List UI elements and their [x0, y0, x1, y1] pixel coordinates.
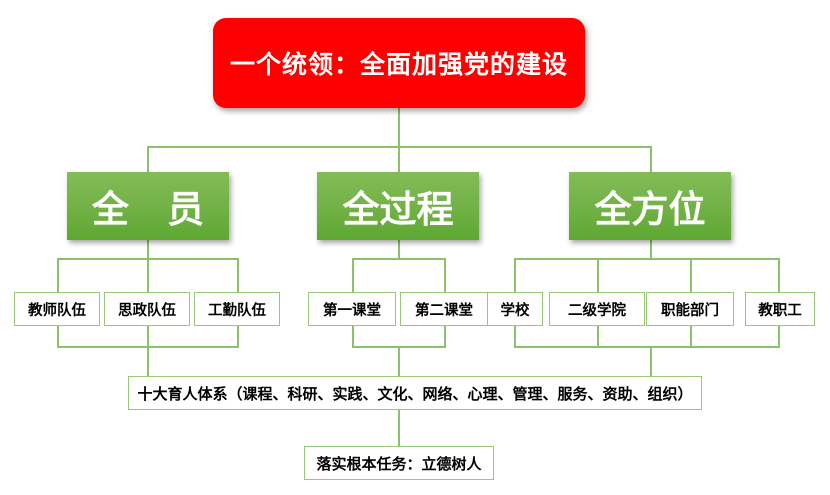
node-branch-all-members[interactable]: 全 员 [67, 172, 229, 240]
connector-leaf3d-riser [778, 326, 780, 348]
connector-leaf3a-riser [514, 326, 516, 348]
connector-leaf2b-riser [444, 326, 446, 348]
node-leaf-university[interactable]: 学校 [487, 292, 543, 326]
connector-leaf1a-riser [57, 326, 59, 348]
connector-branch1-stem [147, 240, 149, 260]
node-footer-label: 落实根本任务：立德树人 [316, 455, 482, 473]
connector-branch3-drop-1 [514, 258, 516, 292]
connector-branch3-bus [514, 258, 778, 260]
node-leaf-3-2-label: 二级学院 [568, 302, 626, 319]
connector-branch2-stem [398, 240, 400, 260]
connector-drop-branch-2 [398, 146, 400, 178]
connector-branch3-stem [650, 240, 652, 260]
node-leaf-ideological-team[interactable]: 思政队伍 [104, 292, 190, 326]
connector-leaf1b-riser [147, 326, 149, 348]
node-leaf-teacher-team[interactable]: 教师队伍 [14, 292, 100, 326]
node-branch-whole-process[interactable]: 全过程 [317, 172, 479, 240]
node-root-label: 一个统领：全面加强党的建设 [229, 51, 568, 79]
connector-branch2-drop-2 [444, 258, 446, 292]
connector-branch1-drop-2 [147, 258, 149, 292]
node-branch-1-label: 全 员 [91, 189, 219, 230]
node-leaf-first-classroom[interactable]: 第一课堂 [308, 292, 396, 326]
node-leaf-3-4-label: 教职工 [758, 302, 802, 319]
node-leaf-2-1-label: 第一课堂 [323, 302, 381, 319]
node-fundamental-task[interactable]: 落实根本任务：立德树人 [304, 446, 494, 480]
connector-leaf3c-riser [690, 326, 692, 348]
connector-leaf2a-riser [352, 326, 354, 348]
node-leaf-faculty-staff[interactable]: 教职工 [745, 292, 815, 326]
connector-drop-branch-3 [650, 146, 652, 178]
connector-group3-collector [514, 346, 778, 348]
node-leaf-3-1-label: 学校 [500, 302, 530, 319]
node-branch-all-around[interactable]: 全方位 [569, 172, 731, 240]
node-ten-education-systems[interactable]: 十大育人体系（课程、科研、实践、文化、网络、心理、管理、服务、资助、组织） [128, 376, 702, 410]
node-root-party-building[interactable]: 一个统领：全面加强党的建设 [213, 18, 585, 108]
connector-leaf3b-riser [597, 326, 599, 348]
node-branch-3-label: 全方位 [594, 189, 706, 230]
connector-group2-to-bar [398, 346, 400, 376]
connector-group1-to-bar [147, 346, 149, 376]
node-leaf-2-2-label: 第二课堂 [415, 302, 473, 319]
connector-root-stem [398, 108, 400, 148]
connector-branch2-bus [352, 258, 446, 260]
node-leaf-3-3-label: 职能部门 [661, 302, 719, 319]
node-leaf-functional-department[interactable]: 职能部门 [646, 292, 734, 326]
node-leaf-second-classroom[interactable]: 第二课堂 [400, 292, 488, 326]
connector-branch1-drop-1 [57, 258, 59, 292]
node-leaf-1-1-label: 教师队伍 [28, 302, 86, 319]
connector-branch2-drop-1 [352, 258, 354, 292]
connector-leaf1c-riser [237, 326, 239, 348]
connector-branch3-drop-3 [690, 258, 692, 292]
node-leaf-secondary-college[interactable]: 二级学院 [549, 292, 645, 326]
node-leaf-1-3-label: 工勤队伍 [208, 302, 266, 319]
connector-branch3-drop-2 [597, 258, 599, 292]
node-leaf-1-2-label: 思政队伍 [118, 302, 176, 319]
connector-group3-to-bar [650, 346, 652, 376]
connector-branch3-drop-4 [778, 258, 780, 292]
node-system-bar-label: 十大育人体系（课程、科研、实践、文化、网络、心理、管理、服务、资助、组织） [137, 385, 693, 403]
node-leaf-logistics-team[interactable]: 工勤队伍 [194, 292, 280, 326]
node-branch-2-label: 全过程 [342, 189, 454, 230]
connector-branch1-drop-3 [237, 258, 239, 292]
connector-bar-to-footer [398, 410, 400, 446]
connector-drop-branch-1 [147, 146, 149, 178]
